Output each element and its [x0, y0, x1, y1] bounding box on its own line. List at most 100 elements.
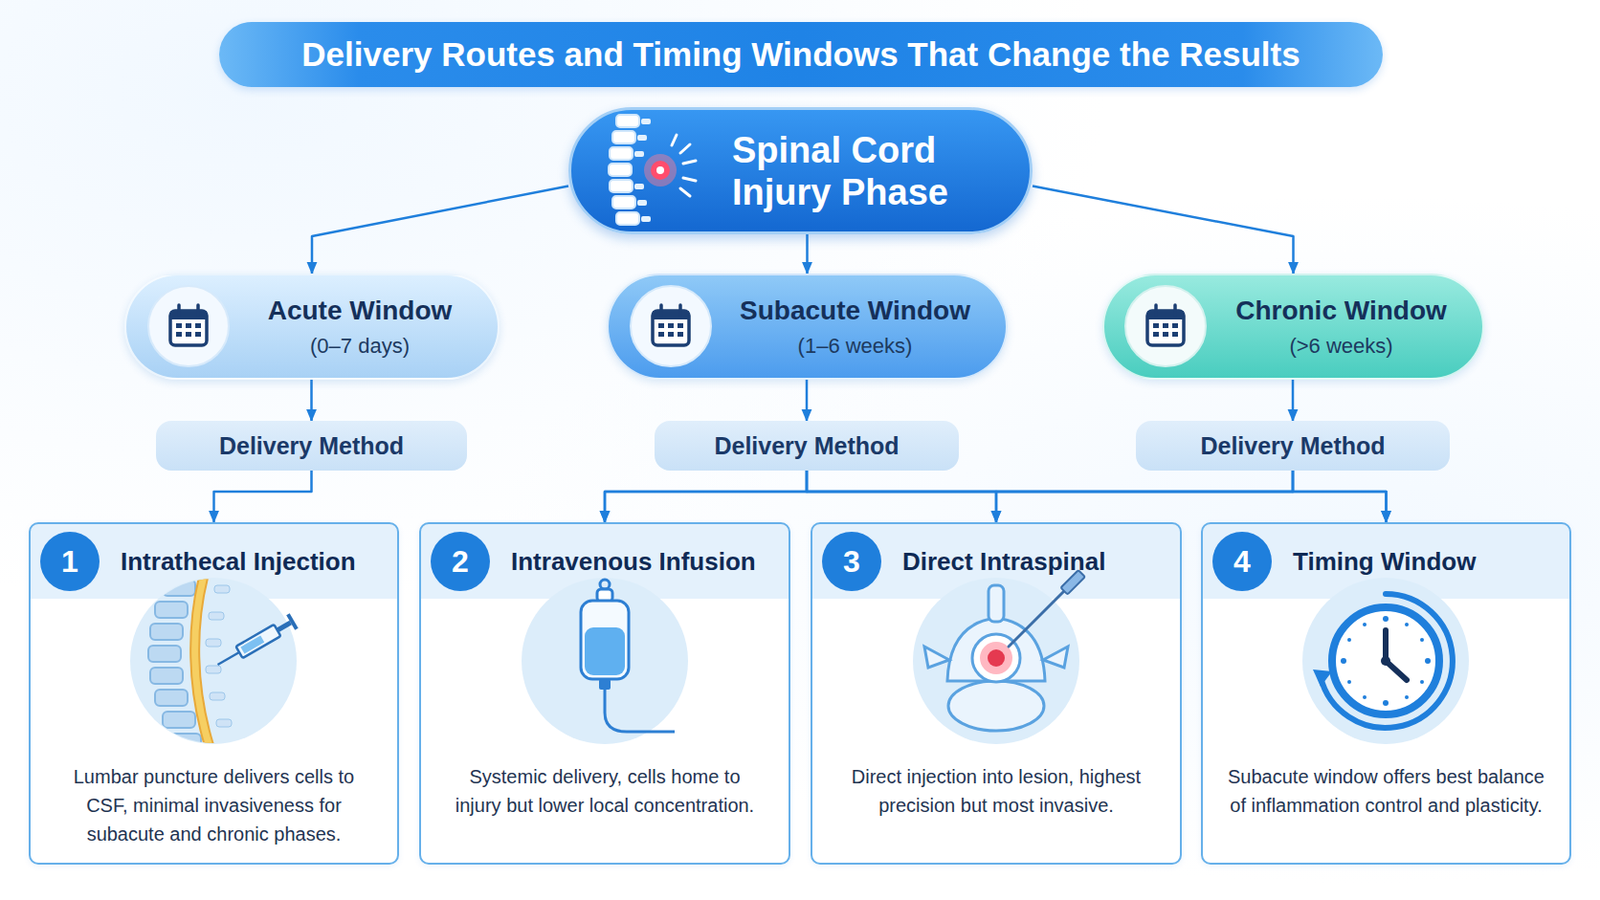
- title-banner: Delivery Routes and Timing Windows That …: [219, 22, 1383, 88]
- icon-disc: [912, 577, 1080, 745]
- route-card: 2Intravenous InfusionSystemic delivery, …: [419, 522, 791, 866]
- spinal-canal: [972, 634, 1021, 683]
- clock-tick: [1362, 695, 1367, 700]
- clock-tick: [1382, 616, 1389, 623]
- window-range: (0–7 days): [310, 333, 410, 359]
- lesion-glow: [979, 642, 1013, 675]
- cycle-arrow-head: [1312, 669, 1333, 688]
- calendar-ring: [177, 305, 181, 315]
- vertebra: [608, 163, 632, 177]
- injection-needle: [1008, 591, 1065, 647]
- glow-ray: [683, 160, 696, 164]
- card-heading: Intrathecal Injection: [120, 524, 356, 600]
- syringe-plunger: [276, 621, 292, 633]
- vertebra-process: [641, 216, 651, 223]
- glow-ray: [671, 134, 677, 146]
- vertebra-process: [205, 639, 222, 647]
- vertebra: [162, 711, 196, 729]
- flow-arrow: [805, 234, 809, 274]
- clock-tick: [1424, 658, 1431, 665]
- calendar-header: [170, 311, 207, 320]
- clock-tick: [1420, 680, 1424, 685]
- route-card: 3Direct IntraspinalDirect injection into…: [810, 522, 1182, 866]
- injury-spot: [650, 160, 670, 180]
- route-card: 1 Intrathecal InjectionLumbar puncture de…: [28, 522, 400, 866]
- transverse-process: [924, 646, 950, 668]
- vertebra-process: [205, 666, 222, 674]
- spine-icon: [608, 114, 696, 225]
- clock-center: [1380, 656, 1391, 667]
- card-heading: Timing Window: [1292, 524, 1476, 600]
- vertebra: [609, 179, 633, 193]
- calendar-body: [170, 311, 207, 346]
- syringe-icon: [213, 613, 299, 673]
- needle-hub: [1060, 570, 1085, 595]
- calendar-cell: [658, 332, 665, 337]
- clock-tick: [1420, 638, 1424, 643]
- flow-arrow: [805, 379, 809, 422]
- vertebra-process: [214, 585, 230, 594]
- vertebra: [150, 623, 183, 641]
- window-pill: Subacute Window(1–6 weeks): [606, 273, 1008, 380]
- bag-neck: [597, 589, 613, 602]
- clock-rim: [1332, 607, 1440, 715]
- calendar-icon: [148, 286, 229, 367]
- icon-disc: [148, 286, 229, 367]
- clock-tick: [1382, 700, 1389, 707]
- iv-tube: [604, 689, 675, 733]
- clock-illustration: [1302, 577, 1469, 745]
- callout-number: 4: [1212, 532, 1272, 592]
- calendar-cell: [1162, 323, 1169, 329]
- calendar-cell: [667, 332, 674, 337]
- card-body: Direct injection into lesion, highest pr…: [837, 762, 1156, 821]
- vertebral-body: [948, 681, 1045, 732]
- vertebra: [616, 114, 640, 128]
- callout-number: 2: [430, 532, 490, 592]
- vertebral-arch: [947, 618, 1045, 682]
- icon-disc: [630, 286, 712, 367]
- flow-arrow: [311, 185, 569, 274]
- vertebra: [148, 645, 181, 663]
- calendar-body: [652, 311, 689, 346]
- syringe-fluid: [240, 636, 265, 655]
- injury-glow: [644, 154, 677, 187]
- calendar-cell: [1172, 323, 1178, 329]
- calendar-ring: [659, 305, 664, 315]
- method-pill: Delivery Method: [654, 421, 959, 471]
- lesion: [987, 649, 1005, 667]
- method-pill: Delivery Method: [1135, 421, 1450, 471]
- flow-arrow: [214, 470, 312, 523]
- node-title: Spinal Cord Injury Phase: [732, 129, 981, 214]
- vertebra-process: [637, 134, 647, 141]
- transverse-process: [1043, 646, 1068, 668]
- card-body: Systemic delivery, cells home to injury …: [445, 762, 764, 821]
- vertebra-process: [634, 151, 645, 157]
- vertebra-process: [634, 183, 645, 190]
- clock-tick: [1340, 658, 1347, 665]
- card-body: Lumbar puncture delivers cells to CSF, m…: [55, 762, 373, 849]
- vertebra: [616, 212, 640, 225]
- calendar-cell: [176, 323, 182, 329]
- calendar-cell: [667, 323, 674, 329]
- flow-arrow: [604, 470, 1293, 523]
- intrathecal-illustration: [130, 572, 299, 756]
- icon-disc: [1125, 286, 1206, 367]
- clock-tick: [1347, 680, 1352, 685]
- calendar-cell: [1153, 332, 1159, 337]
- calendar-cell: [677, 332, 684, 337]
- vertebra-process: [637, 200, 647, 206]
- callout-number: 1: [40, 532, 100, 592]
- vertebra-process: [209, 692, 225, 701]
- vertebra: [155, 689, 188, 707]
- method-label: Delivery Method: [1200, 432, 1385, 461]
- window-pill: Acute Window(0–7 days): [124, 273, 500, 380]
- flow-arrow: [1292, 470, 1387, 523]
- clock-hand: [1385, 661, 1407, 681]
- window-pill: Chronic Window(>6 weeks): [1102, 273, 1485, 380]
- phase-node: Spinal Cord Injury Phase: [568, 107, 1033, 235]
- iv-bag: [580, 600, 629, 680]
- route-card: 4Timing WindowSubacute window offers bes…: [1200, 522, 1572, 866]
- bag-port: [599, 679, 611, 690]
- glow-ray: [683, 177, 696, 181]
